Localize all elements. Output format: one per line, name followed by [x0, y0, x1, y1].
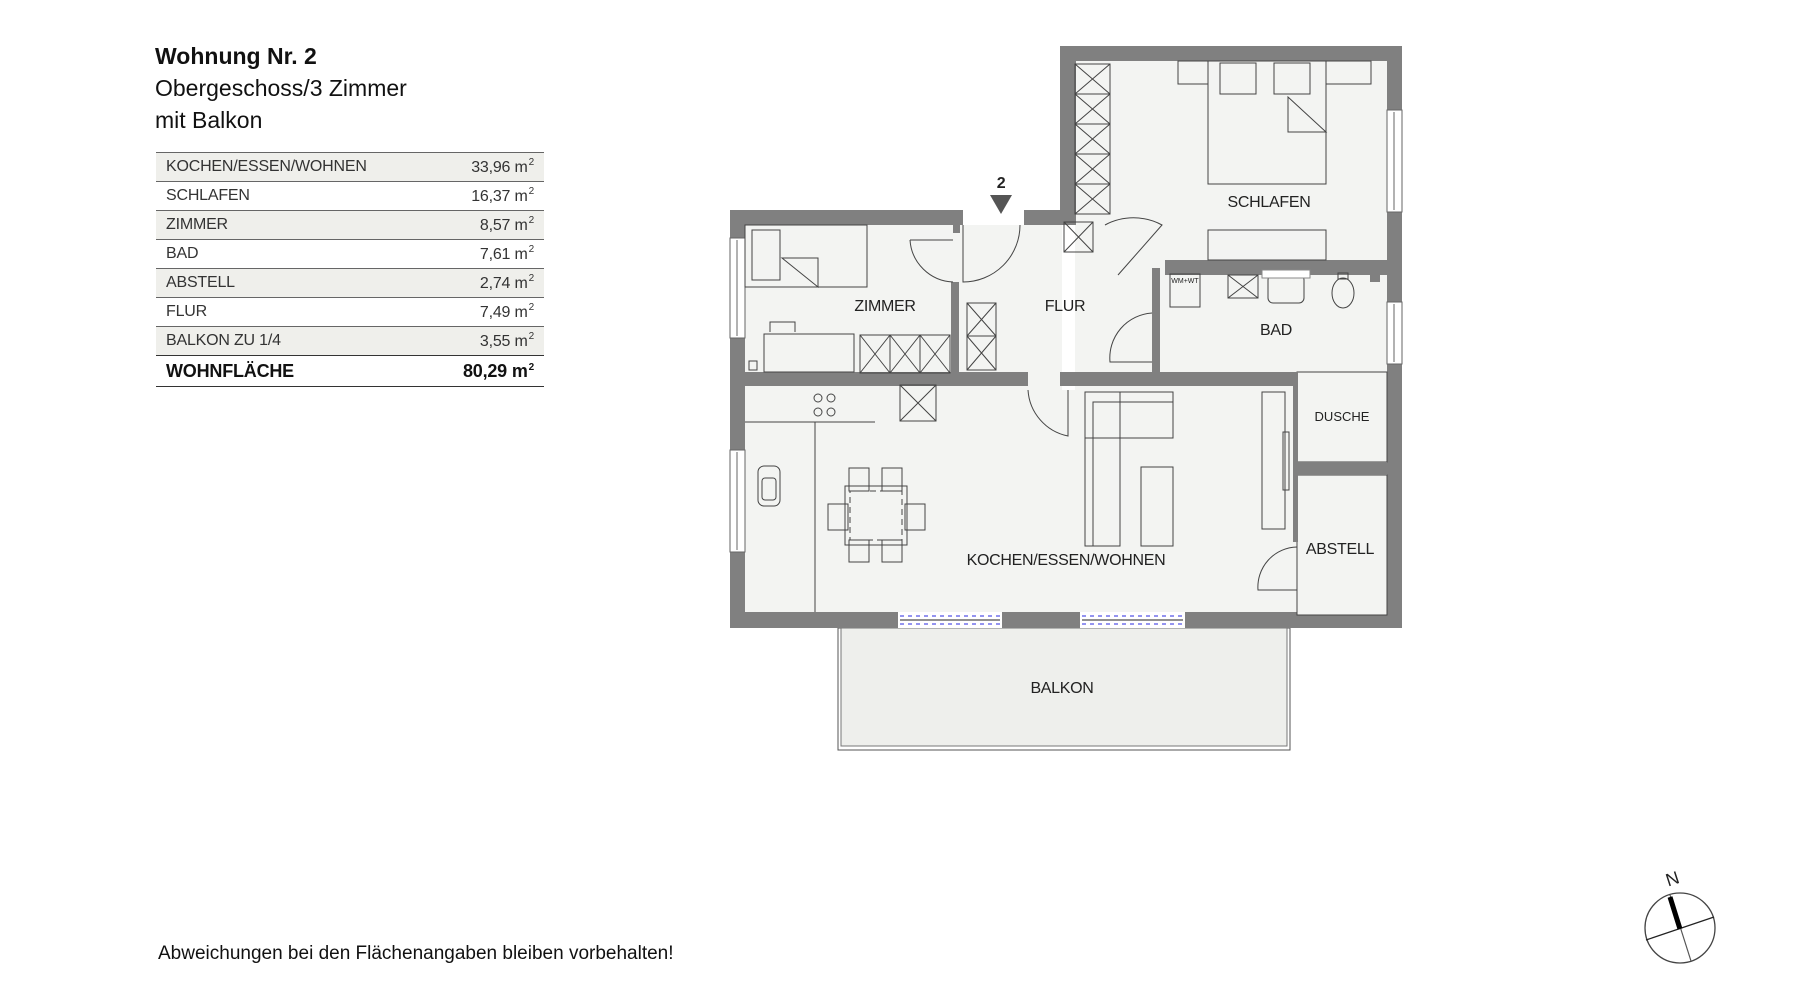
subtitle-balcony: mit Balkon: [155, 107, 263, 133]
compass: N: [1644, 867, 1716, 964]
balcony-doors: [898, 612, 1185, 628]
room-area: 16,37 m2: [428, 181, 544, 211]
balcony: [837, 627, 1291, 751]
entrance-marker: 2: [990, 175, 1012, 214]
label-zimmer: ZIMMER: [854, 298, 915, 315]
label-kochen-essen-wohnen: KOCHEN/ESSEN/WOHNEN: [967, 552, 1166, 569]
room-area: 7,49 m2: [428, 297, 544, 327]
room-name: BALKON ZU 1/4: [156, 326, 429, 356]
room-name: BAD: [156, 239, 429, 269]
label-abstell: ABSTELL: [1306, 541, 1375, 558]
total-area: 80,29 m2: [428, 355, 544, 387]
label-balkon: BALKON: [1030, 680, 1093, 697]
room-name: ZIMMER: [156, 210, 429, 240]
total-row: WOHNFLÄCHE 80,29 m2: [156, 355, 544, 387]
label-dusche: DUSCHE: [1315, 409, 1370, 424]
wardrobes: [859, 63, 1111, 422]
disclaimer-text: Abweichungen bei den Flächenangaben blei…: [158, 943, 674, 964]
table-row: FLUR 7,49 m2: [156, 297, 544, 327]
room-name: SCHLAFEN: [156, 181, 429, 211]
kitchen-furniture: [745, 393, 875, 612]
room-labels: ZIMMER FLUR SCHLAFEN BAD DUSCHE ABSTELL …: [854, 194, 1374, 697]
room-name: ABSTELL: [156, 268, 429, 298]
apartment-title: Wohnung Nr. 2: [155, 43, 317, 69]
entrance-arrow-icon: [990, 195, 1012, 214]
table-row: BALKON ZU 1/4 3,55 m2: [156, 326, 544, 356]
dining-table: [827, 467, 926, 563]
room-area: 33,96 m2: [428, 152, 544, 182]
table-row: BAD 7,61 m2: [156, 239, 544, 269]
zimmer-furniture: [744, 224, 868, 373]
room-area: 2,74 m2: [428, 268, 544, 298]
label-bad: BAD: [1260, 322, 1292, 339]
room-name: FLUR: [156, 297, 429, 327]
label-schlafen: SCHLAFEN: [1228, 194, 1311, 211]
living-furniture: [1084, 391, 1290, 547]
schlafen-furniture: [1177, 60, 1372, 261]
table-row: KOCHEN/ESSEN/WOHNEN 33,96 m2: [156, 152, 544, 182]
north-label: N: [1663, 867, 1682, 890]
total-label: WOHNFLÄCHE: [156, 355, 429, 387]
room-areas-table: KOCHEN/ESSEN/WOHNEN 33,96 m2 SCHLAFEN 16…: [156, 152, 544, 387]
label-wm-wt: WM+WT: [1171, 278, 1199, 285]
table-row: SCHLAFEN 16,37 m2: [156, 181, 544, 211]
room-area: 8,57 m2: [428, 210, 544, 240]
dusche-abstell-walls: [1293, 371, 1388, 616]
room-name: KOCHEN/ESSEN/WOHNEN: [156, 152, 429, 182]
compass-needle-icon: [1667, 896, 1683, 930]
room-area: 3,55 m2: [428, 326, 544, 356]
table-row: ZIMMER 8,57 m2: [156, 210, 544, 240]
subtitle-floor-rooms: Obergeschoss/3 Zimmer: [155, 75, 407, 101]
svg-text:2: 2: [997, 175, 1006, 192]
apartment-subtitle: Obergeschoss/3 Zimmer mit Balkon: [155, 72, 515, 136]
windows: [729, 109, 1403, 553]
room-area: 7,61 m2: [428, 239, 544, 269]
doors: [909, 217, 1298, 591]
bad-fixtures: [1169, 272, 1355, 309]
label-flur: FLUR: [1045, 298, 1086, 315]
table-row: ABSTELL 2,74 m2: [156, 268, 544, 298]
